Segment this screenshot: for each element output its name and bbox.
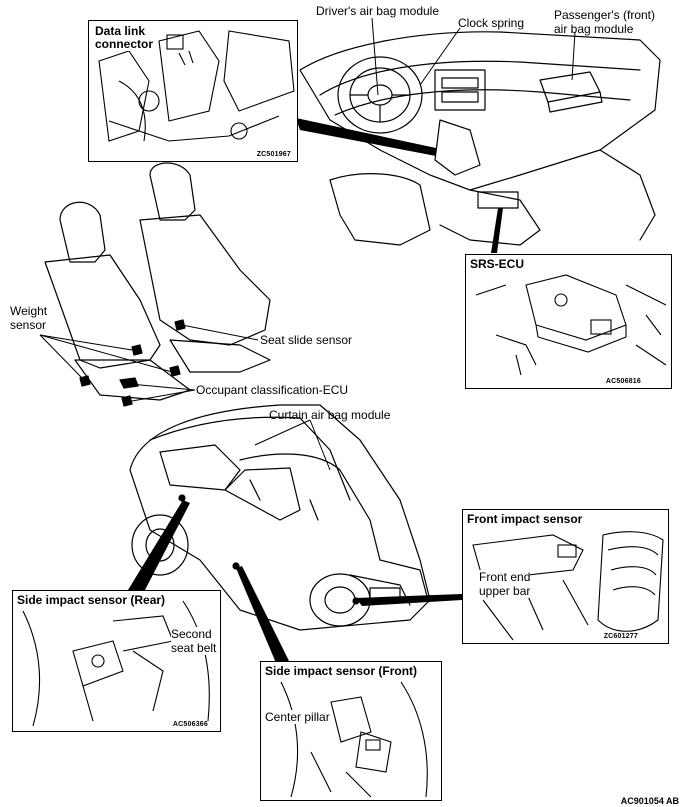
weight-sensor-label-line1: Weight <box>10 304 48 318</box>
leader-lines <box>39 17 576 471</box>
data-link-connector-code: ZC501967 <box>256 151 291 158</box>
clock-spring-label: Clock spring <box>458 16 525 30</box>
passengers-air-bag-module-label-line1: Passenger's (front) <box>554 8 655 22</box>
side-impact-sensor-rear-drawing <box>22 600 210 727</box>
srs-ecu-code: AC506816 <box>605 378 641 385</box>
seats-drawing <box>44 162 271 407</box>
vehicle-drawing <box>129 404 431 631</box>
side-impact-sensor-rear-code: AC506366 <box>172 721 208 728</box>
passengers-air-bag-module-label-line2: air bag module <box>554 22 634 36</box>
center-pillar-label: Center pillar <box>265 710 330 724</box>
curtain-air-bag-module-label: Curtain air bag module <box>269 408 391 422</box>
figure-reference-code: AC901054 AB <box>620 796 679 806</box>
dashboard-drawing <box>299 31 661 246</box>
second-seat-belt-label-line2: seat belt <box>171 641 217 655</box>
srs-ecu-drawing <box>475 274 667 376</box>
data-link-connector-label-line1: Data link <box>95 24 146 38</box>
side-impact-sensor-front-label: Side impact sensor (Front) <box>265 664 418 678</box>
connector-wedges <box>128 118 503 663</box>
data-link-connector-label-line2: connector <box>95 37 154 51</box>
side-impact-sensor-front-drawing <box>280 681 428 798</box>
front-end-upper-bar-label-line2: upper bar <box>479 584 531 598</box>
side-impact-sensor-rear-inset: Side impact sensor (Rear) Second seat be… <box>12 590 221 732</box>
front-impact-sensor-label: Front impact sensor <box>467 512 583 526</box>
srs-ecu-inset: SRS-ECU AC506816 <box>465 254 672 389</box>
side-impact-sensor-front-inset: Side impact sensor (Front) Center pillar <box>260 661 442 801</box>
front-impact-sensor-inset: Front impact sensor Front end upper bar … <box>462 509 669 644</box>
second-seat-belt-label-line1: Second <box>171 627 212 641</box>
srs-ecu-label: SRS-ECU <box>470 257 525 271</box>
occupant-classification-ecu-label: Occupant classification-ECU <box>196 383 349 397</box>
data-link-connector-inset: Data link connector ZC501967 <box>88 20 298 162</box>
seat-slide-sensor-label: Seat slide sensor <box>260 333 353 347</box>
data-link-connector-drawing <box>98 30 295 142</box>
front-end-upper-bar-label-line1: Front end <box>479 570 531 584</box>
drivers-air-bag-module-label: Driver's air bag module <box>316 4 440 18</box>
front-impact-sensor-code: ZC601277 <box>603 633 638 640</box>
weight-sensor-label-line2: sensor <box>10 318 47 332</box>
side-impact-sensor-rear-label: Side impact sensor (Rear) <box>17 593 166 607</box>
